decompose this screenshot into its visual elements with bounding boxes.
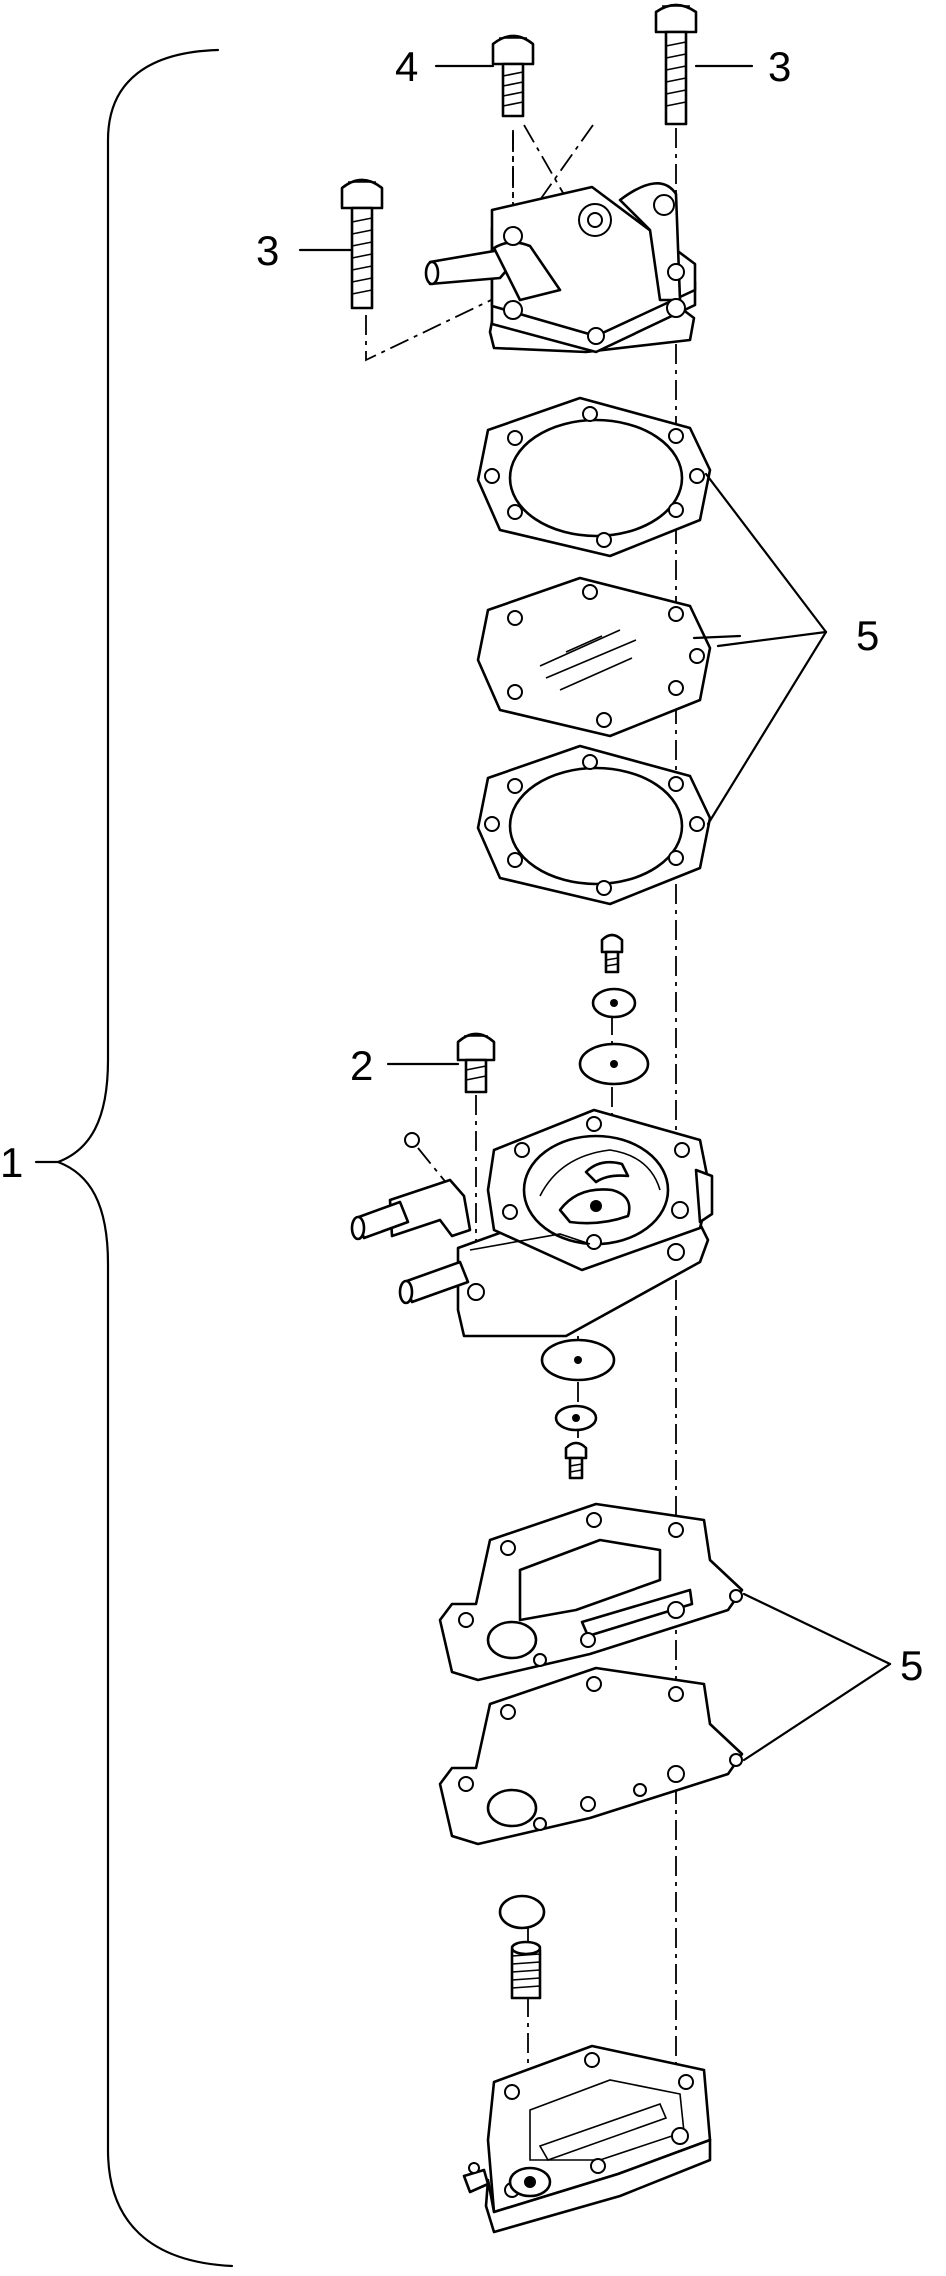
callout-2: 2 <box>350 1042 373 1089</box>
screw-3-right <box>654 3 698 126</box>
pump-body <box>350 1108 714 1338</box>
valve-screw-upper <box>600 933 624 974</box>
top-cover <box>424 182 697 354</box>
callout-5-lower: 5 <box>900 1642 923 1689</box>
screw-2 <box>456 1032 496 1094</box>
callout-3-right: 3 <box>768 43 791 90</box>
gasket-lower-1 <box>438 1502 744 1682</box>
gasket-upper-1 <box>476 396 712 558</box>
valve-screw-lower <box>564 1441 588 1480</box>
callout-1: 1 <box>0 1139 23 1186</box>
screw-4 <box>491 34 535 118</box>
spring <box>510 1940 542 2000</box>
base-plate <box>462 2044 712 2234</box>
callout-3-left: 3 <box>256 227 279 274</box>
alignment-line-screw3-left <box>365 289 513 362</box>
diaphragm-upper <box>476 576 712 738</box>
assembly-brace <box>56 48 234 2268</box>
check-valve-disc <box>498 1894 546 1930</box>
callout-4: 4 <box>395 43 418 90</box>
gasket-upper-2 <box>476 744 712 906</box>
gasket-lower-2 <box>438 1666 744 1846</box>
callout-5-upper: 5 <box>856 612 879 659</box>
screw-3-left <box>340 178 384 310</box>
